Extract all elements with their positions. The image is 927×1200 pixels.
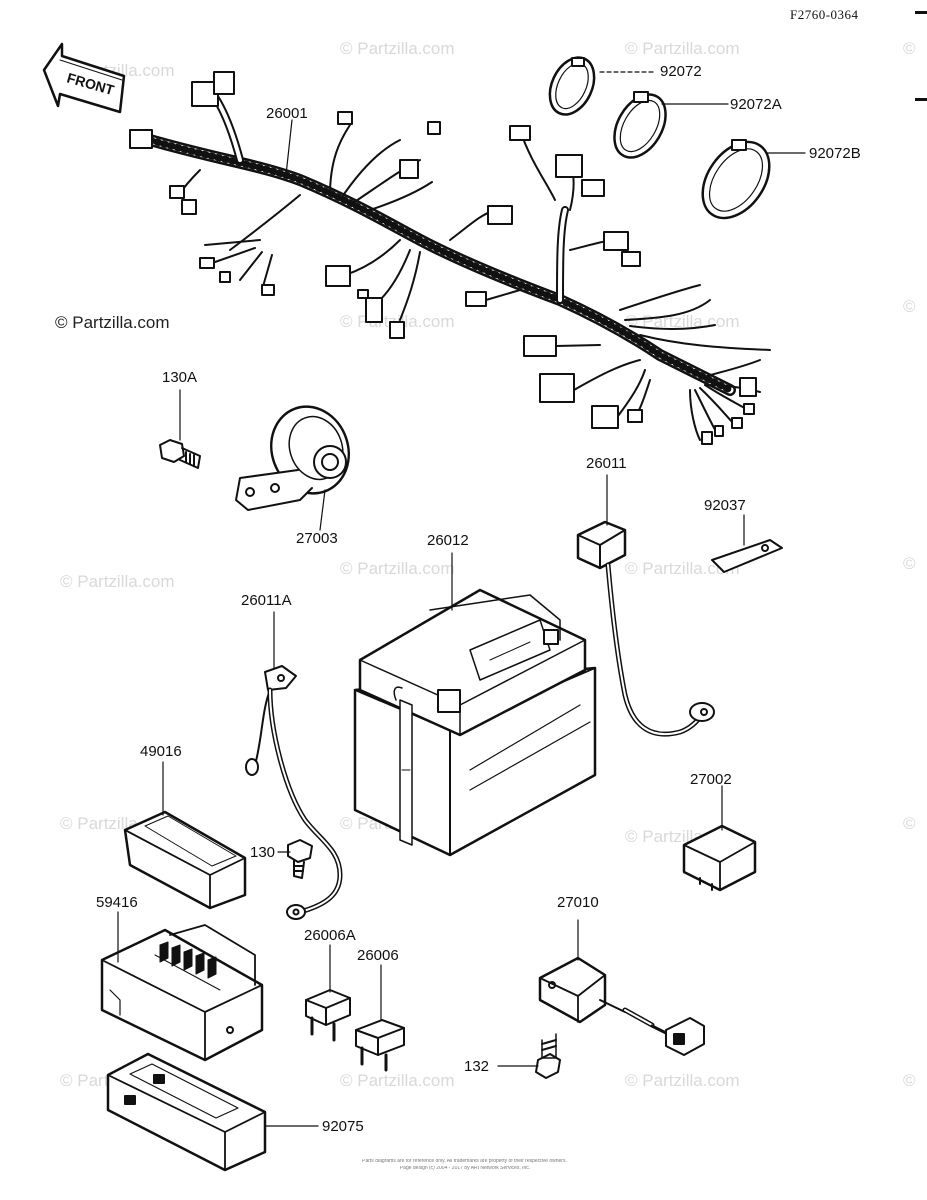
footer-copyright: Page design (c) 2004 - 2017 by ARI Netwo… — [399, 1166, 531, 1171]
watermark: © — [903, 1071, 916, 1090]
watermark: © Partzilla.com — [340, 1071, 455, 1090]
margin-tick-top — [915, 11, 927, 14]
part-label-130[interactable]: 130 — [250, 844, 276, 861]
part-label-92075[interactable]: 92075 — [322, 1118, 364, 1135]
part-label-27003[interactable]: 27003 — [296, 530, 338, 547]
fuse-26006A — [305, 989, 351, 1042]
watermark: © Partzilla.com — [340, 39, 455, 58]
watermark: © Partzilla.com — [625, 1071, 740, 1090]
watermark: © Partzilla.com — [340, 559, 455, 578]
part-label-26006A[interactable]: 26006A — [304, 927, 356, 944]
margin-tick-mid — [915, 98, 927, 101]
cover-49016 — [123, 810, 247, 910]
part-label-92072[interactable]: 92072 — [660, 63, 702, 80]
band-92072A — [613, 91, 667, 159]
bolt-132 — [535, 1033, 561, 1079]
watermark: © — [903, 39, 916, 58]
part-label-92037[interactable]: 92037 — [704, 497, 746, 514]
band-92072 — [548, 56, 596, 116]
part-label-26011[interactable]: 26011 — [586, 455, 627, 472]
diagram-ref-code: F2760-0364 — [790, 7, 859, 22]
part-label-27010[interactable]: 27010 — [557, 894, 599, 911]
front-arrow-icon: FRONT — [42, 42, 126, 114]
watermark: © Partzilla.com — [625, 559, 740, 578]
band-92072B — [701, 139, 771, 220]
battery-26012 — [353, 588, 597, 857]
bolt-130A — [159, 439, 201, 469]
regulator-27010 — [538, 956, 705, 1056]
watermark: © — [903, 554, 916, 573]
part-label-132[interactable]: 132 — [464, 1058, 490, 1075]
fuse-26006 — [355, 1019, 405, 1072]
bolt-130 — [287, 839, 313, 879]
rubber-case-92075 — [106, 1052, 267, 1172]
part-label-130A[interactable]: 130A — [162, 369, 198, 386]
watermark: © — [903, 297, 916, 316]
plate-92037 — [711, 539, 783, 573]
part-label-92072A[interactable]: 92072A — [730, 96, 782, 113]
part-label-59416[interactable]: 59416 — [96, 894, 138, 911]
part-label-27002[interactable]: 27002 — [690, 771, 732, 788]
horn-27003 — [235, 405, 350, 511]
part-label-92072B[interactable]: 92072B — [809, 145, 861, 162]
junction-box-59416 — [100, 924, 264, 1062]
wiring-harness-26001 — [129, 71, 771, 445]
part-label-26001[interactable]: 26001 — [266, 105, 308, 122]
part-label-49016[interactable]: 49016 — [140, 743, 182, 760]
footer-disclaimer: Parts diagrams are for reference only. A… — [362, 1159, 567, 1164]
watermark: © — [903, 814, 916, 833]
relay-27002 — [682, 824, 757, 892]
ground-cable-26011A — [245, 665, 343, 920]
part-label-26006[interactable]: 26006 — [357, 947, 399, 964]
watermark: © Partzilla.com — [625, 39, 740, 58]
part-label-26011A[interactable]: 26011A — [241, 592, 292, 609]
battery-cable-26011 — [576, 520, 715, 737]
watermark: © Partzilla.com — [60, 572, 175, 591]
part-label-26012[interactable]: 26012 — [427, 532, 469, 549]
leader-26001 — [285, 119, 293, 176]
watermark-dark: © Partzilla.com — [55, 313, 170, 332]
